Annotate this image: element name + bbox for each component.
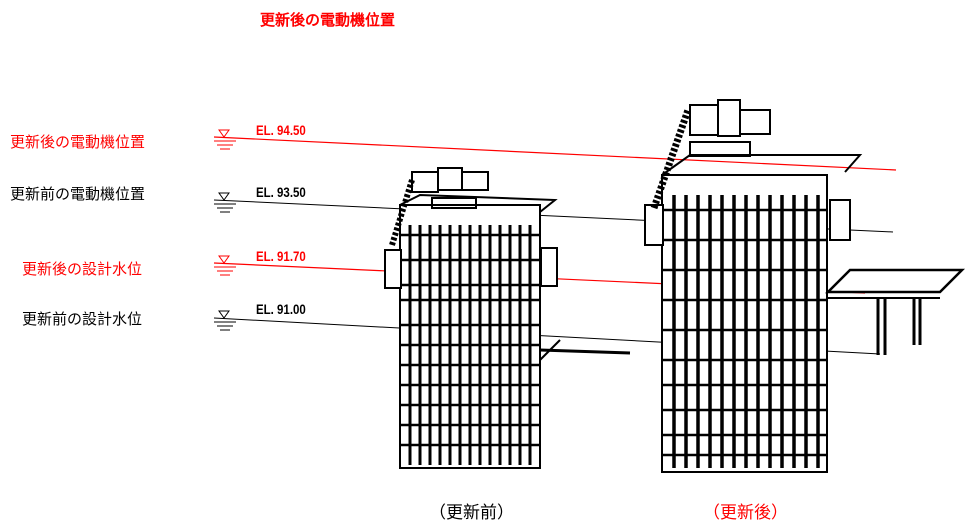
level-label-after-water: 更新後の設計水位 xyxy=(22,260,143,278)
water-level-triangle-icon xyxy=(214,129,236,331)
level-label-before-motor: 更新前の電動機位置 xyxy=(10,185,146,203)
level-label-before-water: 更新前の設計水位 xyxy=(22,310,143,328)
level-label-after-motor: 更新後の電動機位置 xyxy=(10,133,146,151)
caption-after: （更新後） xyxy=(703,503,788,523)
caption-before: （更新前） xyxy=(429,503,514,523)
elevation-after-water: EL. 91.70 xyxy=(256,248,306,264)
page-title: 更新後の電動機位置 xyxy=(260,11,396,29)
screen-before xyxy=(384,167,631,469)
elevation-before-water: EL. 91.00 xyxy=(256,301,306,317)
elevation-after-motor: EL. 94.50 xyxy=(256,122,306,138)
level-line-after-motor xyxy=(213,136,897,171)
elevation-before-motor: EL. 93.50 xyxy=(256,184,306,200)
screen-after xyxy=(644,99,966,473)
